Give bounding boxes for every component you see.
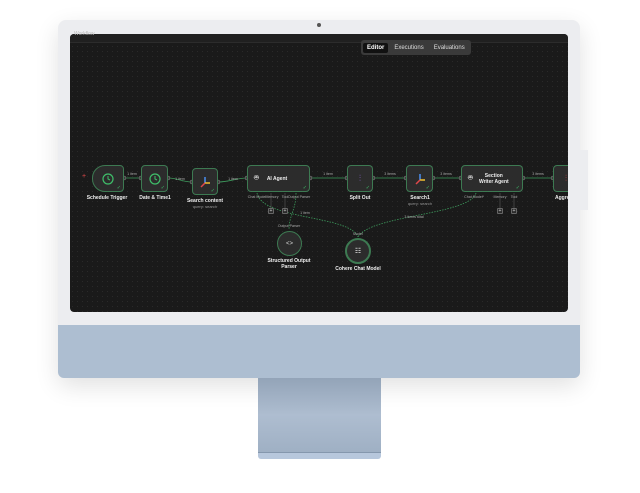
node-date-time[interactable]: ✓ (141, 165, 168, 192)
add-memory-button[interactable]: + (268, 208, 274, 214)
edge-label: 3 items (532, 172, 544, 176)
clock-icon (102, 172, 114, 185)
edge-label: 3 items (384, 172, 396, 176)
node-search1[interactable]: ✓ (406, 165, 433, 192)
screen-edge-mask (568, 150, 588, 210)
port-label: Memory (265, 195, 279, 199)
cohere-icon: ☷ (354, 248, 362, 255)
trigger-plus-icon[interactable]: + (82, 173, 87, 180)
node-cohere-chat-model[interactable]: ☷ (345, 238, 371, 264)
tab-editor[interactable]: Editor (363, 42, 389, 53)
edge-label: 3 items total (404, 215, 424, 219)
node-label: Aggre (555, 195, 570, 201)
monitor-foot (258, 452, 381, 459)
edge-parser (288, 192, 297, 231)
edge-label: 1 item (323, 172, 333, 176)
add-memory-button[interactable]: + (497, 208, 503, 214)
camera (317, 23, 321, 27)
port-label: Chat Model* (464, 195, 484, 199)
port-label: Memory (493, 195, 507, 199)
node-schedule-trigger[interactable]: ✓ (92, 165, 124, 192)
port-label: Output Parser (277, 224, 301, 228)
node-label: Search1 (410, 195, 430, 201)
view-tabs: Editor Executions Evaluations (361, 40, 471, 55)
port-label: Tool (510, 195, 518, 199)
search-api-icon (414, 173, 425, 185)
port-label: Tool (281, 195, 289, 199)
node-label: Schedule Trigger (86, 195, 128, 201)
code-brackets-icon: <> (285, 240, 293, 247)
edge-label: 1 item (300, 211, 310, 215)
edge (167, 177, 193, 183)
edge-label: 1 item (175, 177, 185, 181)
node-ai-agent[interactable]: 🤖︎ AI Agent✓ (247, 165, 310, 192)
search-api-icon (200, 176, 210, 188)
node-label: Date & Time1 (139, 195, 171, 201)
monitor-stand (258, 378, 381, 452)
add-tool-button[interactable]: + (511, 208, 517, 214)
node-label: Structured Output Parser (267, 258, 311, 270)
add-tool-button[interactable]: + (282, 208, 288, 214)
port-label: Output Parser (287, 195, 311, 199)
clock-icon (148, 172, 161, 185)
node-subtitle: query: search (192, 204, 218, 209)
robot-icon: 🤖︎ (468, 173, 473, 182)
node-label: Section Writer Agent (478, 172, 509, 185)
node-section-writer-agent[interactable]: 🤖︎ Section Writer Agent✓ (461, 165, 523, 192)
tab-evaluations[interactable]: Evaluations (433, 44, 465, 51)
tab-executions[interactable]: Executions (394, 44, 424, 51)
port-label: Chat Model (247, 195, 267, 199)
edge-label: 3 items (440, 172, 452, 176)
aggregate-icon: ⫶ (564, 173, 568, 183)
node-structured-output-parser[interactable]: <> (277, 231, 302, 256)
node-label: AI Agent (266, 175, 288, 182)
edge-model (256, 192, 359, 238)
node-label: Split Out (349, 195, 371, 201)
workflow-title: Workflow (74, 31, 95, 37)
split-icon: ⫶ (358, 173, 362, 183)
edge-model (357, 192, 477, 238)
monitor-chin (58, 325, 580, 378)
node-label: Cohere Chat Model (335, 266, 381, 272)
edge-label: 1 item (228, 177, 238, 181)
robot-icon: 🤖︎ (254, 173, 259, 182)
node-label: Search content (186, 198, 224, 204)
edge (217, 177, 248, 183)
top-bar (70, 34, 568, 43)
node-subtitle: query: search (407, 201, 433, 206)
node-search-content[interactable]: ✓ (192, 168, 218, 195)
port-label: Model (353, 232, 363, 236)
edge-label: 1 item (127, 172, 137, 176)
node-split-out[interactable]: ⫶✓ (347, 165, 373, 192)
